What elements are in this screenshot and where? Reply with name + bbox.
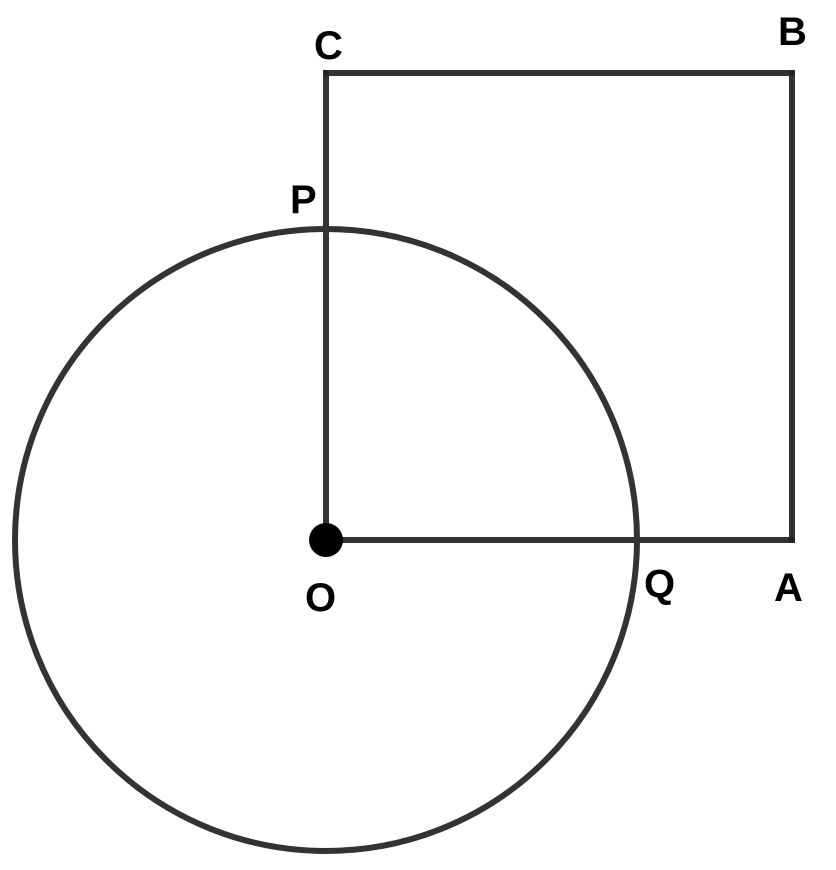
label-o: O xyxy=(305,576,336,620)
vertex-b-dot xyxy=(789,70,795,76)
square-oabc xyxy=(323,70,795,543)
label-b: B xyxy=(778,10,807,54)
vertex-a-dot xyxy=(789,537,795,543)
vertex-c-dot xyxy=(323,70,329,76)
label-p: P xyxy=(290,178,317,222)
center-point-o xyxy=(309,523,343,557)
label-a: A xyxy=(774,566,803,610)
label-c: C xyxy=(314,24,343,68)
label-q: Q xyxy=(644,562,675,606)
